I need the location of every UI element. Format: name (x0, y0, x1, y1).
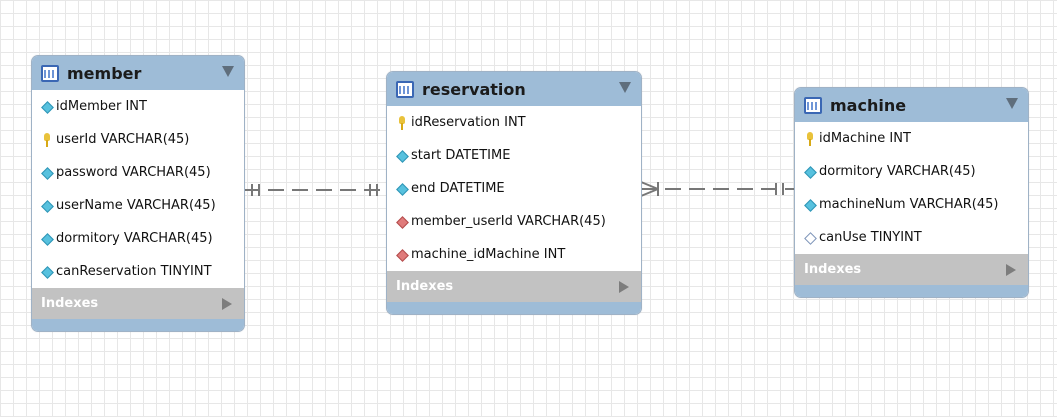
table-footer (795, 285, 1028, 297)
table-footer (387, 302, 641, 314)
indexed-column-icon (41, 199, 53, 213)
indexed-column-icon (804, 165, 816, 179)
table-icon (396, 80, 414, 98)
column-label: dormitory VARCHAR(45) (819, 164, 976, 179)
indexed-column-icon (396, 149, 408, 163)
chevron-down-icon[interactable] (222, 66, 234, 77)
column-row[interactable]: member_userId VARCHAR(45) (387, 205, 641, 238)
column-row[interactable]: start DATETIME (387, 139, 641, 172)
table-icon (41, 64, 59, 82)
column-row[interactable]: idMachine INT (795, 122, 1028, 155)
indexes-label: Indexes (804, 262, 862, 277)
table-reservation[interactable]: reservation idReservation INT start DATE… (386, 71, 642, 315)
indexes-section[interactable]: Indexes (387, 271, 641, 302)
chevron-down-icon[interactable] (619, 82, 631, 93)
expand-arrow-icon[interactable] (1006, 264, 1016, 276)
indexes-label: Indexes (41, 296, 99, 311)
table-header[interactable]: machine (795, 88, 1028, 122)
column-label: idReservation INT (411, 115, 526, 130)
column-row[interactable]: dormitory VARCHAR(45) (32, 222, 244, 255)
indexed-column-icon (41, 265, 53, 279)
column-row[interactable]: idReservation INT (387, 106, 641, 139)
column-row[interactable]: end DATETIME (387, 172, 641, 205)
indexed-column-icon (41, 166, 53, 180)
relationship-machine-reservation[interactable] (640, 181, 794, 197)
table-header[interactable]: reservation (387, 72, 641, 106)
column-row[interactable]: canReservation TINYINT (32, 255, 244, 288)
column-label: machineNum VARCHAR(45) (819, 197, 999, 212)
table-footer (32, 319, 244, 331)
column-label: password VARCHAR(45) (56, 165, 211, 180)
column-row[interactable]: userId VARCHAR(45) (32, 123, 244, 156)
foreign-key-icon (396, 215, 408, 229)
table-header[interactable]: member (32, 56, 244, 90)
relationship-member-reservation[interactable] (244, 184, 386, 196)
primary-key-icon (396, 115, 408, 130)
column-label: canUse TINYINT (819, 230, 922, 245)
table-member[interactable]: member idMember INT userId VARCHAR(45) p… (31, 55, 245, 332)
table-title: member (67, 63, 142, 83)
indexes-label: Indexes (396, 279, 454, 294)
column-row[interactable]: dormitory VARCHAR(45) (795, 155, 1028, 188)
column-row[interactable]: password VARCHAR(45) (32, 156, 244, 189)
indexed-column-icon (41, 232, 53, 246)
indexes-section[interactable]: Indexes (32, 288, 244, 319)
chevron-down-icon[interactable] (1006, 98, 1018, 109)
column-row[interactable]: canUse TINYINT (795, 221, 1028, 254)
column-label: canReservation TINYINT (56, 264, 212, 279)
table-icon (804, 96, 822, 114)
table-machine[interactable]: machine idMachine INT dormitory VARCHAR(… (794, 87, 1029, 298)
nullable-column-icon (804, 231, 816, 245)
column-label: userName VARCHAR(45) (56, 198, 216, 213)
foreign-key-icon (396, 248, 408, 262)
column-row[interactable]: userName VARCHAR(45) (32, 189, 244, 222)
column-label: dormitory VARCHAR(45) (56, 231, 213, 246)
indexed-column-icon (396, 182, 408, 196)
column-row[interactable]: idMember INT (32, 90, 244, 123)
expand-arrow-icon[interactable] (222, 298, 232, 310)
indexed-column-icon (41, 100, 53, 114)
column-row[interactable]: machineNum VARCHAR(45) (795, 188, 1028, 221)
column-label: idMember INT (56, 99, 147, 114)
column-label: machine_idMachine INT (411, 247, 566, 262)
column-label: end DATETIME (411, 181, 505, 196)
column-label: start DATETIME (411, 148, 511, 163)
primary-key-icon (804, 131, 816, 146)
column-label: userId VARCHAR(45) (56, 132, 190, 147)
indexes-section[interactable]: Indexes (795, 254, 1028, 285)
column-label: idMachine INT (819, 131, 911, 146)
table-title: machine (830, 95, 907, 115)
expand-arrow-icon[interactable] (619, 281, 629, 293)
primary-key-icon (41, 132, 53, 147)
indexed-column-icon (804, 198, 816, 212)
column-row[interactable]: machine_idMachine INT (387, 238, 641, 271)
column-label: member_userId VARCHAR(45) (411, 214, 606, 229)
table-title: reservation (422, 79, 526, 99)
